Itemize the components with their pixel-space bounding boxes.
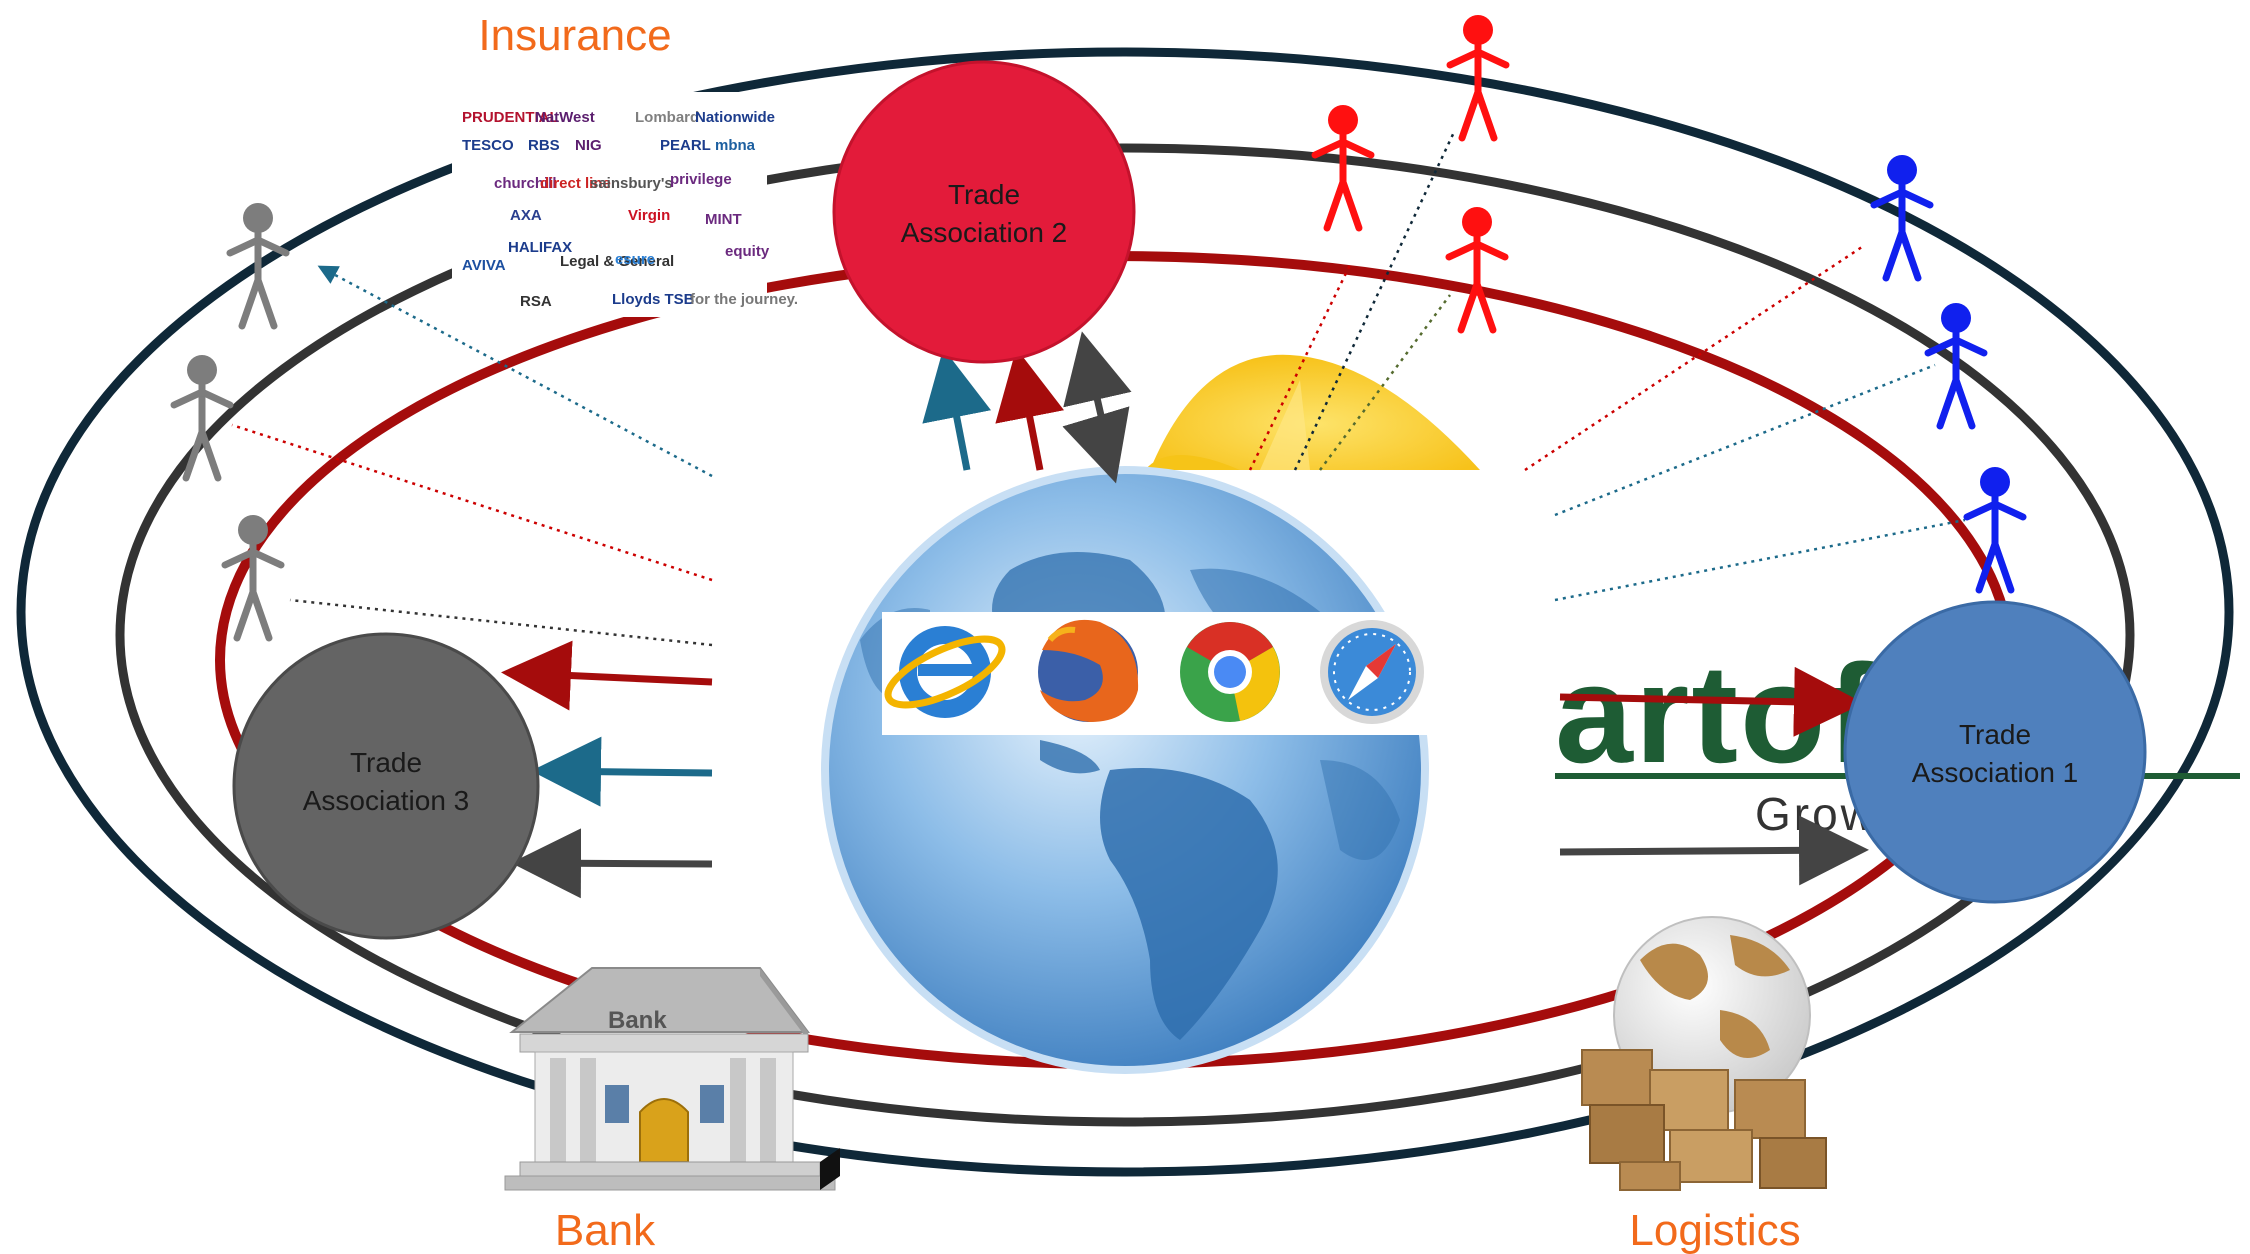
- insurance-logo: NatWest: [535, 109, 595, 126]
- ta3-line1: Trade: [350, 747, 422, 778]
- insurance-logo: Lombard: [635, 109, 699, 126]
- person-grey-icon: [170, 355, 234, 482]
- person-red-icon: [1445, 207, 1509, 334]
- insurance-logo: esure: [615, 251, 655, 268]
- insurance-logo: churchill: [494, 175, 557, 192]
- insurance-logo: mbna: [715, 137, 756, 154]
- insurance-logo: Lloyds TSB: [612, 291, 695, 308]
- insurance-logo: HALIFAX: [508, 239, 572, 256]
- person-grey-icon: [221, 515, 285, 642]
- ta2-line2: Association 2: [901, 217, 1068, 248]
- trade-association-1: Trade Association 1: [1843, 600, 2147, 904]
- person-blue-icon: [1924, 303, 1988, 430]
- trade-association-2: Trade Association 2: [832, 60, 1136, 364]
- insurance-logo: direct line: [540, 175, 611, 192]
- insurance-logo: Nationwide: [695, 109, 775, 126]
- person-blue-icon: [1870, 155, 1934, 282]
- bank-label: Bank: [555, 1206, 656, 1254]
- firefox-icon: [1038, 619, 1139, 722]
- insurance-logo: AXA: [510, 207, 542, 224]
- insurance-logo: for the journey.: [690, 291, 798, 308]
- person-blue-icon: [1963, 467, 2027, 594]
- browser-strip: [882, 612, 1430, 735]
- insurance-logo: privilege: [670, 171, 732, 188]
- logistics-label: Logistics: [1629, 1206, 1800, 1254]
- person-grey-icon: [226, 203, 290, 330]
- ta1-line1: Trade: [1959, 719, 2031, 750]
- flow-arrows: [501, 331, 1869, 899]
- ta3-line2: Association 3: [303, 785, 470, 816]
- insurance-logo: TESCO: [462, 137, 514, 154]
- insurance-logo: RBS: [528, 137, 560, 154]
- insurance-logo: sainsbury's: [590, 175, 673, 192]
- people-group: [170, 15, 2027, 642]
- insurance-logo: Virgin: [628, 207, 670, 224]
- globe: [821, 466, 1429, 1074]
- chrome-icon: [1180, 622, 1280, 722]
- insurance-logo: AVIVA: [462, 257, 506, 274]
- connection-lines: [231, 129, 1966, 647]
- sun-graphic: [1145, 354, 1480, 470]
- insurance-logo: Legal & General: [560, 253, 674, 270]
- insurance-logo: PRUDENTIAL: [462, 109, 559, 126]
- insurance-logo: NIG: [575, 137, 602, 154]
- bank-building-icon: Bank: [504, 967, 840, 1191]
- insurance-logo: PEARL: [660, 137, 711, 154]
- insurance-logo: MINT: [705, 211, 742, 228]
- person-red-icon: [1446, 15, 1510, 142]
- bank-sign-text: Bank: [608, 1007, 667, 1034]
- person-red-icon: [1311, 105, 1375, 232]
- insurance-label: Insurance: [478, 11, 671, 60]
- ta2-line1: Trade: [948, 179, 1020, 210]
- insurance-logo: RSA: [520, 293, 552, 310]
- internet-explorer-icon: [884, 626, 1006, 718]
- logistics-globe-boxes-icon: [1581, 916, 1827, 1191]
- middle-ring: [115, 143, 2135, 1127]
- ta1-line2: Association 1: [1912, 757, 2079, 788]
- safari-icon: [1320, 620, 1424, 724]
- insurance-logo: equity: [725, 243, 770, 260]
- trade-association-3: Trade Association 3: [232, 632, 540, 940]
- outer-ring: [16, 47, 2234, 1177]
